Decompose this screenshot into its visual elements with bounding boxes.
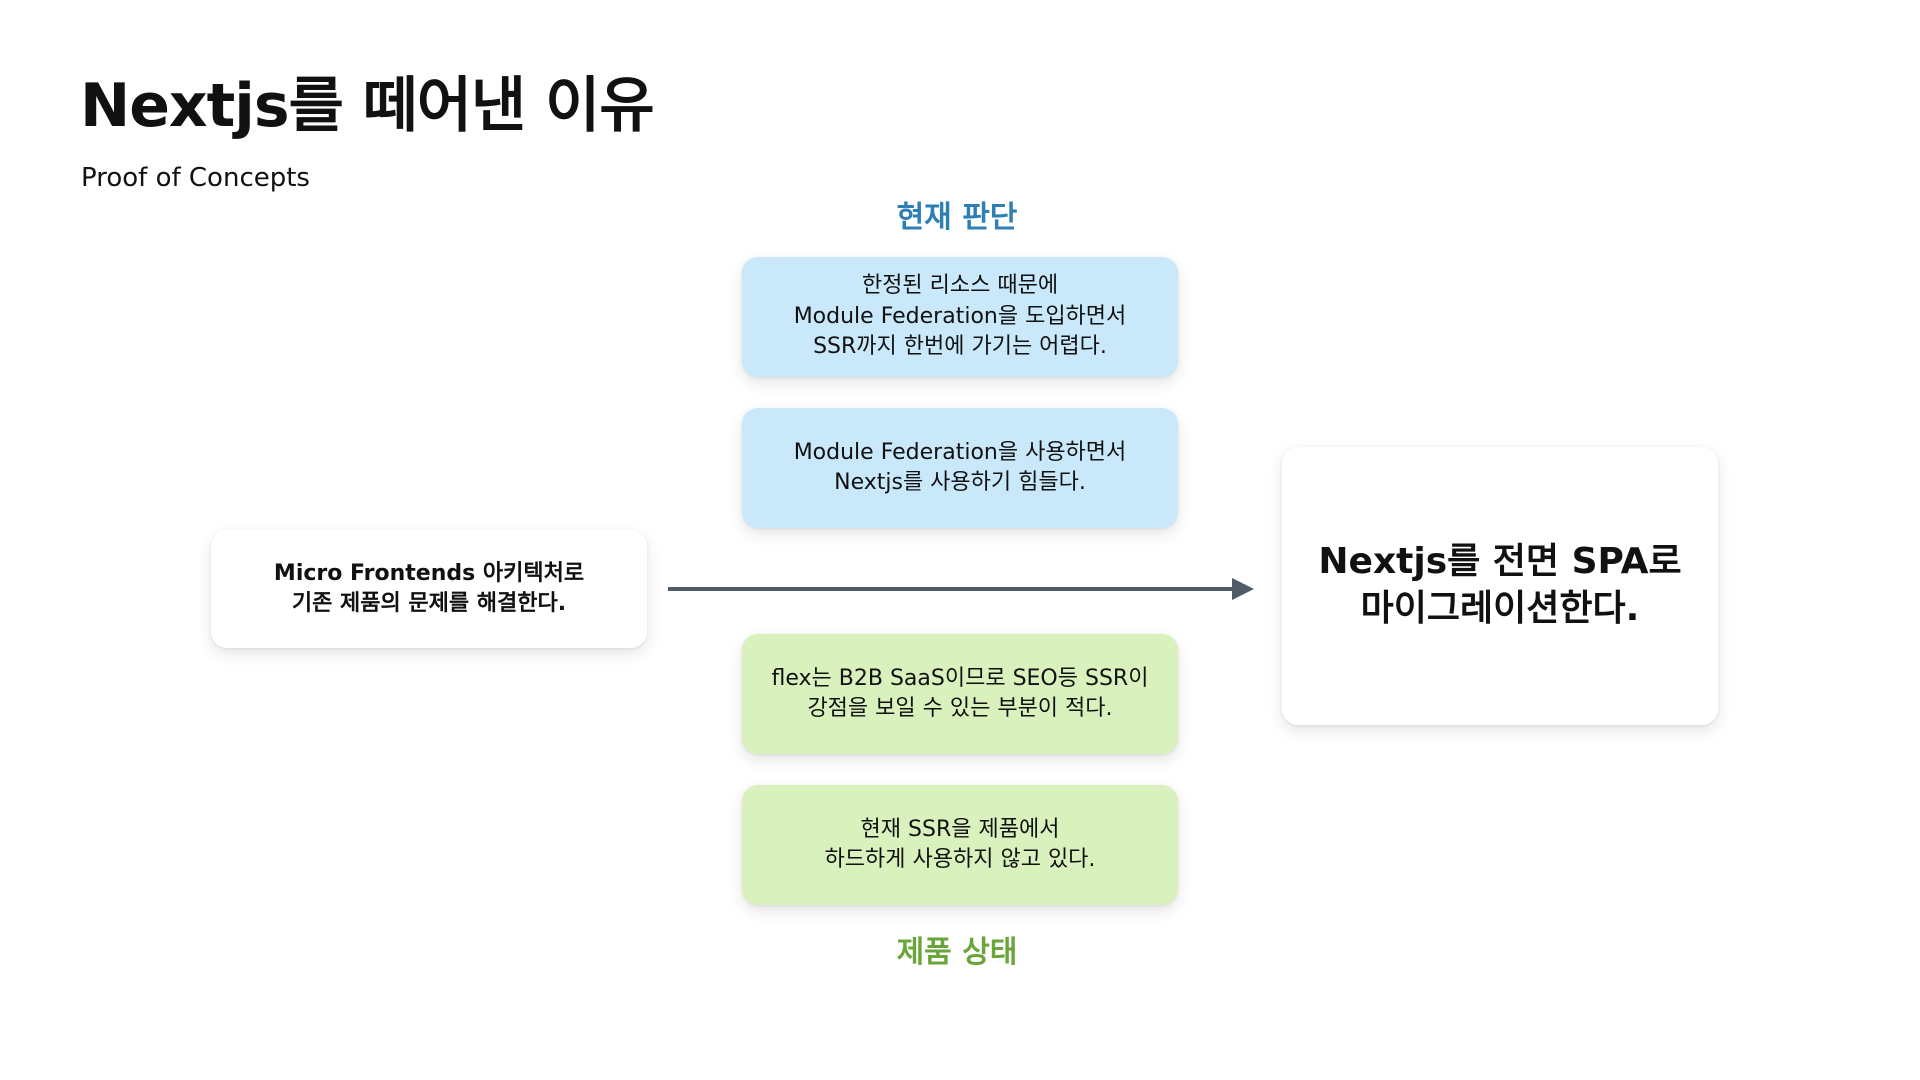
product-status-card-1: flex는 B2B SaaS이므로 SEO등 SSR이 강점을 보일 수 있는 … <box>742 634 1178 754</box>
section-label-current-judgment: 현재 판단 <box>896 200 1018 235</box>
section-label-product-status: 제품 상태 <box>896 935 1018 970</box>
product-status-card-2: 현재 SSR을 제품에서 하드하게 사용하지 않고 있다. <box>742 785 1178 905</box>
problem-card: Micro Frontends 아키텍처로 기존 제품의 문제를 해결한다. <box>211 530 647 648</box>
judgment-card-2: Module Federation을 사용하면서 Nextjs를 사용하기 힘들… <box>742 408 1178 528</box>
judgment-card-1: 한정된 리소스 때문에 Module Federation을 도입하면서 SSR… <box>742 257 1178 377</box>
slide-subtitle: Proof of Concepts <box>81 163 310 193</box>
arrow-right-icon <box>668 578 1254 600</box>
arrow-head <box>1232 578 1254 600</box>
slide-title: Nextjs를 떼어낸 이유 <box>80 71 655 141</box>
decision-card: Nextjs를 전면 SPA로 마이그레이션한다. <box>1282 447 1718 725</box>
